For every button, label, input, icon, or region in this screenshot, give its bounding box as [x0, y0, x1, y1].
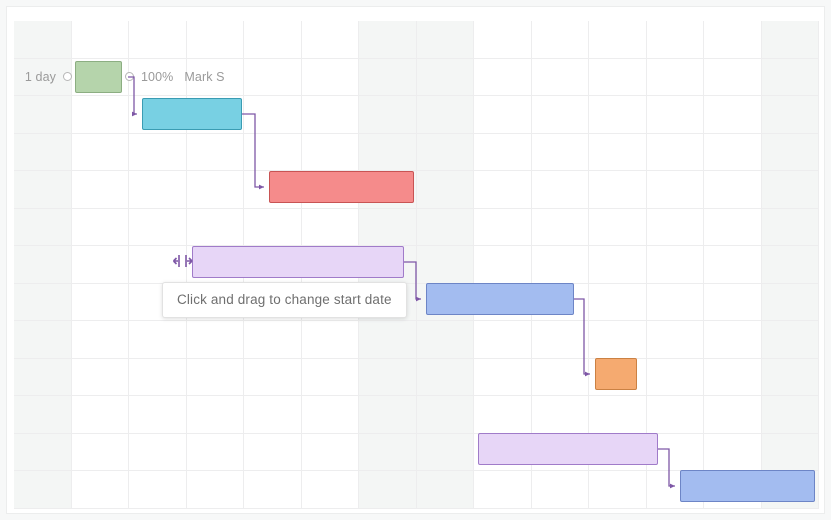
task-bar-task-1[interactable]: 1 day 100% Mark S: [25, 61, 224, 93]
task-progress-label: 100%: [141, 70, 174, 84]
link-handle-right[interactable]: [125, 72, 134, 81]
task-bar-task-3[interactable]: [269, 171, 414, 203]
grid-column-7[interactable]: [416, 21, 474, 509]
grid-column-11[interactable]: [646, 21, 704, 509]
task-bar-task-5[interactable]: [426, 283, 574, 315]
task-assignee-label: Mark S: [184, 70, 225, 84]
grid-column-13[interactable]: [761, 21, 819, 509]
drag-hint-tooltip: Click and drag to change start date: [162, 282, 407, 318]
grid-column-9[interactable]: [531, 21, 589, 509]
gantt-panel: 1 day 100% Mark S Click and drag to change…: [6, 6, 825, 514]
grid-column-10[interactable]: [589, 21, 647, 509]
task-meta-label: 100% Mark S: [141, 70, 225, 84]
grid-column-2[interactable]: [129, 21, 187, 509]
task-bar-task-8[interactable]: [680, 470, 815, 502]
link-handle-left[interactable]: [63, 72, 72, 81]
task-bar-task-2[interactable]: [142, 98, 242, 130]
grid-column-8[interactable]: [474, 21, 532, 509]
task-bar-task-7[interactable]: [478, 433, 658, 465]
grid-column-1[interactable]: [71, 21, 129, 509]
task-bar-task-6[interactable]: [595, 358, 637, 390]
gantt-timeline-grid[interactable]: 1 day 100% Mark S: [14, 21, 819, 509]
grid-column-12[interactable]: [704, 21, 762, 509]
task-bar-task-4[interactable]: [192, 246, 404, 278]
task-duration-label: 1 day: [24, 70, 56, 84]
tooltip-text: Click and drag to change start date: [177, 292, 392, 307]
grid-column-0[interactable]: [14, 21, 72, 509]
